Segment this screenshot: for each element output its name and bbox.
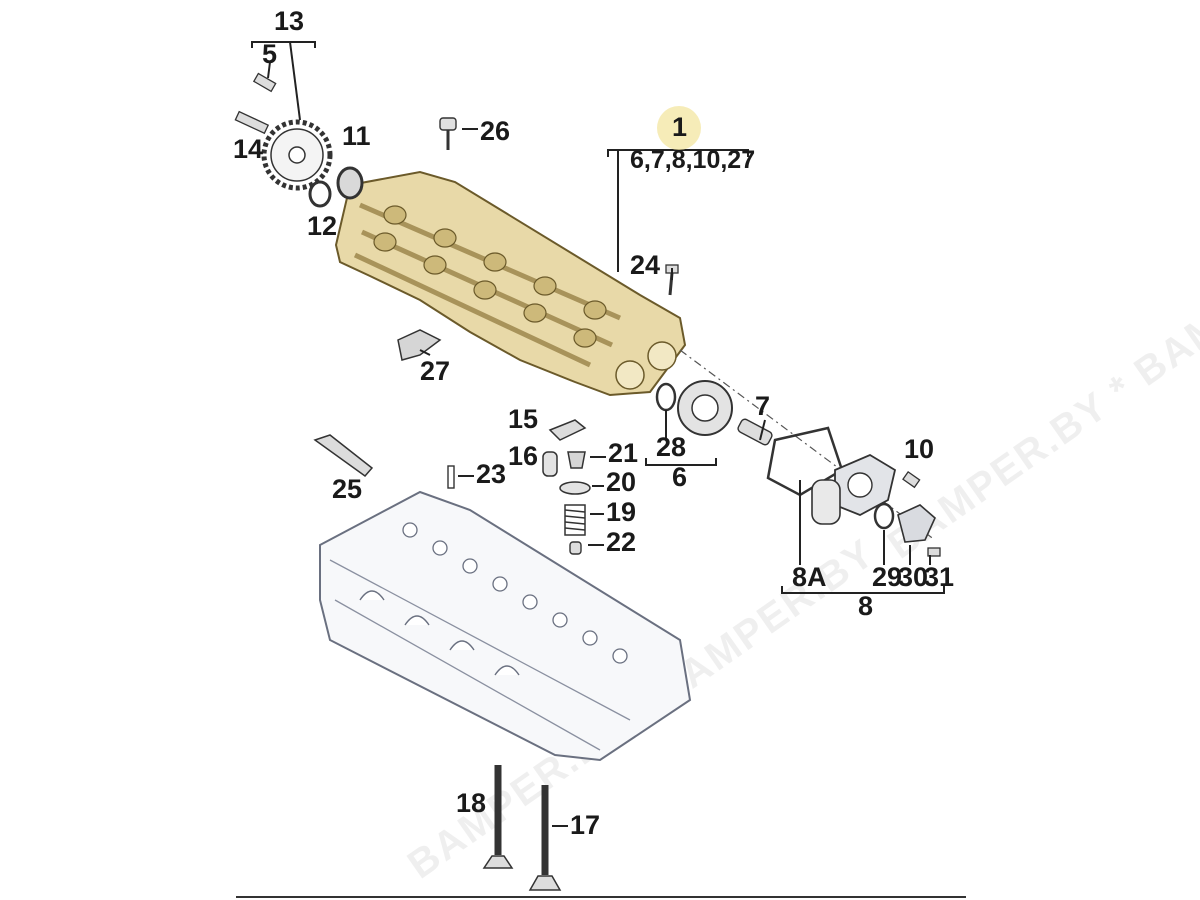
sealant-25[interactable] [313,434,374,478]
callout-11: 11 [342,121,371,151]
camshaft-sprocket[interactable] [261,119,333,191]
oring-29[interactable] [873,502,895,530]
callout-27: 27 [420,356,450,386]
seal-11[interactable] [336,166,364,200]
callout-19: 19 [606,497,636,527]
callout-14: 14 [233,134,263,164]
bolt-14[interactable] [234,110,270,135]
callout-1: 1 [672,112,687,142]
callout-25: 25 [332,474,362,504]
bolt-10[interactable] [902,470,921,489]
callout-26: 26 [480,116,510,146]
callout-21: 21 [608,438,638,468]
cover-30[interactable] [897,504,936,543]
callout-12: 12 [307,211,337,241]
housing-8[interactable] [834,453,897,516]
callout-10: 10 [904,434,934,464]
callout-31: 31 [924,562,954,592]
rocker-15[interactable] [548,419,587,441]
seal-12[interactable] [308,180,332,208]
bolt-5[interactable] [252,72,277,93]
callout-20: 20 [606,467,636,497]
callout-16: 16 [508,441,538,471]
callout-23: 23 [476,459,506,489]
leader-lines [251,41,945,827]
cylinder-head[interactable] [319,490,692,762]
valve-18[interactable] [482,765,514,869]
callout-8A: 8A [792,562,827,592]
callout-7: 7 [755,391,770,421]
retainer-20[interactable] [559,481,591,495]
keeper-21[interactable] [567,451,586,469]
bolt-26[interactable] [439,117,457,150]
camshaft-adjuster[interactable] [677,380,733,436]
callout-8: 8 [858,591,873,621]
filter-8A[interactable] [811,479,841,525]
callout-30: 30 [898,562,928,592]
callout-13: 13 [274,6,304,36]
callout-17: 17 [570,810,600,840]
sensor-27[interactable] [397,329,442,361]
oring-28[interactable] [655,382,677,412]
callout-5: 5 [262,39,277,69]
callout-18: 18 [456,788,486,818]
highlight-marker [657,106,701,150]
spring-19[interactable] [564,504,586,536]
lifter-16[interactable] [542,451,558,477]
callout-1-sub: 6,7,8,10,27 [630,146,755,174]
bolt-31[interactable] [927,547,941,557]
pin-23[interactable] [447,465,455,489]
callout-28: 28 [656,432,686,462]
callout-24: 24 [630,250,660,280]
seal-22[interactable] [569,541,582,555]
camshaft-housing[interactable] [334,170,687,397]
valve-7[interactable] [737,418,774,446]
callout-29: 29 [872,562,902,592]
callout-6: 6 [672,462,687,492]
valve-17[interactable] [528,785,562,891]
callout-22: 22 [606,527,636,557]
callout-15: 15 [508,404,538,434]
